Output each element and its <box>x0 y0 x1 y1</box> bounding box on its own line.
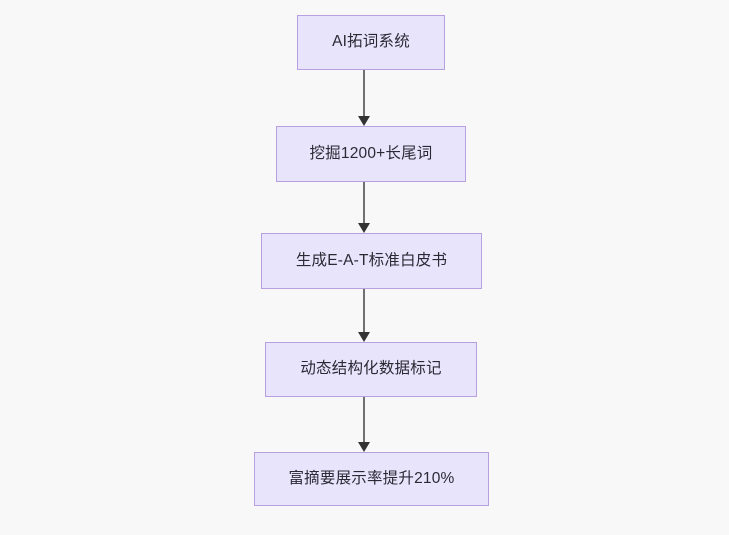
connector-arrowhead-icon <box>358 116 370 126</box>
flow-node-label: 生成E-A-T标准白皮书 <box>295 251 448 269</box>
flow-connector-4 <box>357 397 371 452</box>
connector-arrowhead-icon <box>358 332 370 342</box>
connector-arrowhead-icon <box>358 442 370 452</box>
flow-connector-3 <box>357 289 371 342</box>
connector-arrowhead-icon <box>358 223 370 233</box>
flow-node-4[interactable]: 动态结构化数据标记 <box>265 342 477 397</box>
flow-node-1[interactable]: AI拓词系统 <box>297 15 445 70</box>
flow-node-label: 富摘要展示率提升210% <box>288 469 455 487</box>
flow-node-5[interactable]: 富摘要展示率提升210% <box>254 452 489 506</box>
flow-node-label: 动态结构化数据标记 <box>300 360 442 378</box>
flow-node-label: AI拓词系统 <box>332 33 410 51</box>
flow-node-label: 挖掘1200+长尾词 <box>309 144 433 162</box>
flow-connector-2 <box>357 182 371 233</box>
flow-connector-1 <box>357 70 371 126</box>
flow-node-3[interactable]: 生成E-A-T标准白皮书 <box>261 233 482 289</box>
flow-node-2[interactable]: 挖掘1200+长尾词 <box>276 126 466 182</box>
